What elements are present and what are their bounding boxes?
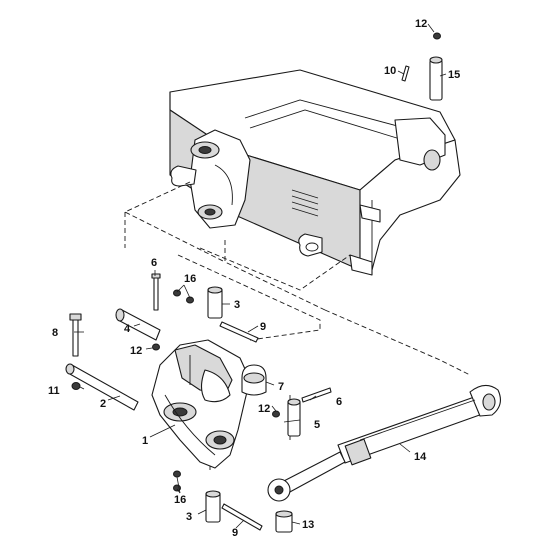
nut-11 bbox=[71, 382, 81, 390]
pivot-pin-2 bbox=[65, 363, 139, 411]
callout-12-left: 12 bbox=[130, 345, 142, 357]
callout-1: 1 bbox=[142, 435, 148, 447]
callout-4: 4 bbox=[124, 323, 131, 335]
bushing-13 bbox=[275, 510, 293, 533]
alignment-lines bbox=[123, 181, 471, 470]
nut-12-top bbox=[433, 32, 441, 40]
bolt-6-right bbox=[301, 387, 332, 403]
callout-11: 11 bbox=[48, 385, 60, 397]
callout-7: 7 bbox=[278, 381, 284, 393]
leader-lines bbox=[74, 23, 447, 529]
callout-12-top: 12 bbox=[415, 18, 427, 30]
washers-16-top bbox=[173, 289, 194, 304]
callout-6-top: 6 bbox=[151, 257, 157, 269]
callout-5: 5 bbox=[314, 419, 320, 431]
hydraulic-cylinder bbox=[267, 384, 501, 502]
bolt-9-top bbox=[219, 321, 259, 343]
sleeve-3-top bbox=[207, 286, 223, 319]
callout-2: 2 bbox=[100, 398, 106, 410]
bolt-10 bbox=[401, 65, 410, 82]
nut-12-left bbox=[152, 343, 160, 351]
bushing-7 bbox=[241, 364, 267, 396]
bolt-8 bbox=[69, 313, 82, 357]
callout-8: 8 bbox=[52, 327, 58, 339]
bolt-6-top bbox=[151, 273, 161, 311]
sleeve-3-bottom bbox=[205, 490, 221, 523]
callout-15: 15 bbox=[448, 69, 460, 81]
callout-9-top: 9 bbox=[260, 321, 266, 333]
callout-9-bottom: 9 bbox=[232, 527, 238, 539]
callout-labels: 1 2 3 3 4 5 6 6 7 8 9 9 10 11 12 12 12 1… bbox=[48, 18, 460, 539]
callout-16-bottom: 16 bbox=[174, 494, 186, 506]
callout-3-bottom: 3 bbox=[186, 511, 192, 523]
sleeve-5 bbox=[287, 398, 301, 437]
main-pivot-bracket bbox=[151, 339, 251, 469]
callout-13: 13 bbox=[302, 519, 314, 531]
nut-12-right bbox=[272, 410, 280, 418]
callout-6-right: 6 bbox=[336, 396, 342, 408]
vent-slots bbox=[291, 189, 319, 217]
callout-14: 14 bbox=[414, 451, 427, 463]
callout-10: 10 bbox=[384, 65, 396, 77]
pin-4 bbox=[115, 308, 161, 341]
callout-12-right: 12 bbox=[258, 403, 270, 415]
pin-15 bbox=[429, 56, 443, 101]
callout-16-top: 16 bbox=[184, 273, 196, 285]
callout-3-top: 3 bbox=[234, 299, 240, 311]
bolt-9-bottom bbox=[221, 503, 263, 531]
machine-frame bbox=[169, 69, 461, 276]
